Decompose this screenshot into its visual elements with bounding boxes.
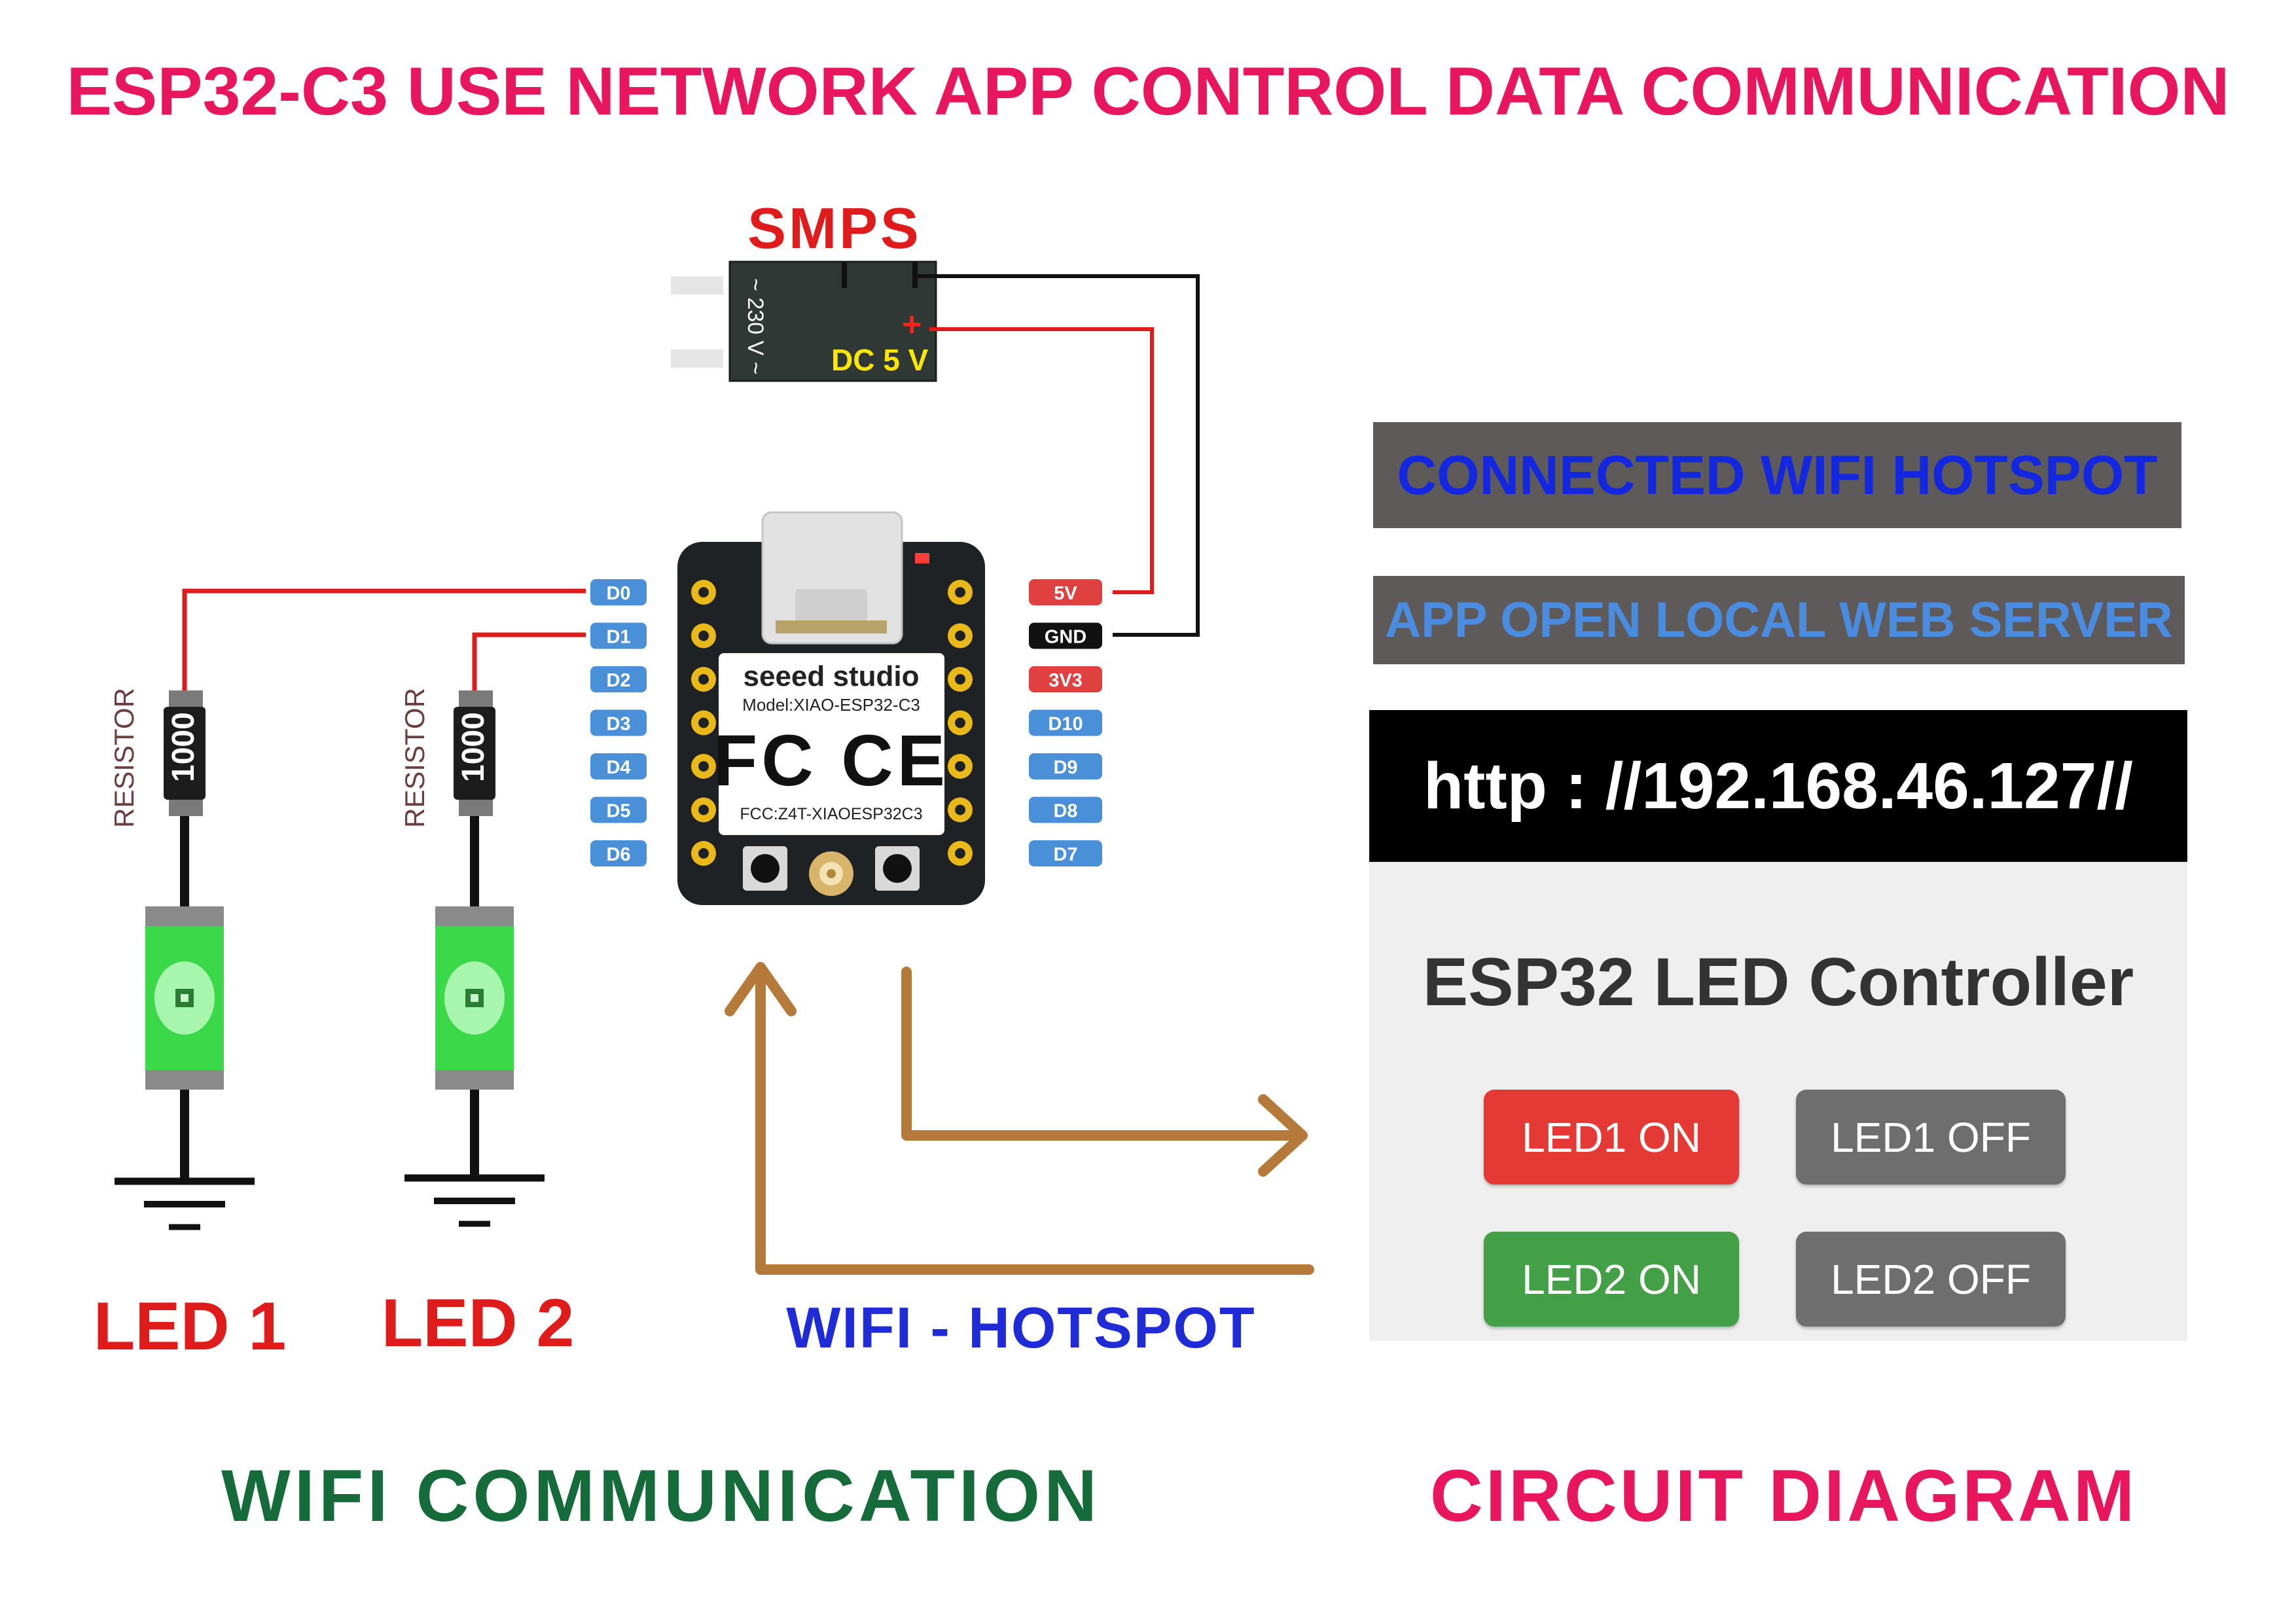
board-pad-hole (955, 674, 965, 685)
svg-text:D2: D2 (606, 670, 630, 691)
board-pad-hole (698, 674, 709, 685)
board-pad-hole (955, 630, 965, 641)
smps-plus-mark: + (902, 306, 922, 344)
led2-off-button[interactable]: LED2 OFF (1796, 1232, 2066, 1327)
led1-label: LED 1 (93, 1289, 287, 1364)
xiao-esp32c3-board: seeed studio Model:XIAO-ESP32-C3 FC CE F… (590, 511, 1102, 905)
signal-wires (182, 588, 586, 690)
board-pad-hole (698, 848, 709, 859)
smps-input-voltage: ~ 230 V ~ (743, 278, 768, 374)
board-pad-hole (955, 587, 965, 597)
footer-wifi-communication: WIFI COMMUNICATION (221, 1455, 1101, 1537)
svg-text:D7: D7 (1053, 844, 1077, 865)
smps-output-voltage: DC 5 V (831, 343, 929, 377)
resistor-2-value: 1000 (456, 712, 491, 782)
main-title: ESP32-C3 USE NETWORK APP CONTROL DATA CO… (66, 54, 2230, 130)
svg-text:D10: D10 (1048, 714, 1083, 735)
board-pad-hole (955, 761, 965, 772)
pin-label-d0: D0 (590, 579, 647, 605)
led2-label: LED 2 (381, 1285, 575, 1361)
board-pad-hole (698, 630, 709, 641)
pin-label-gnd: GND (1029, 622, 1102, 649)
pin-label-d1: D1 (590, 622, 647, 649)
arrow-to-app-head (1258, 1094, 1308, 1177)
led1-off-button[interactable]: LED1 OFF (1796, 1090, 2066, 1185)
wifi-hotspot-label: WIFI - HOTSPOT (786, 1295, 1256, 1360)
board-fcc-id: FCC:Z4T-XIAOESP32C3 (740, 805, 922, 823)
svg-text:D0: D0 (606, 583, 630, 604)
pin-label-d8: D8 (1029, 796, 1102, 823)
led-branch-1: 1000 RESISTOR (109, 688, 255, 1230)
wifi-arrows (725, 962, 1314, 1275)
pin-label-d6: D6 (590, 840, 647, 866)
board-brand: seeed studio (744, 660, 920, 692)
wire-d1 (472, 632, 586, 690)
board-pad-hole (955, 804, 965, 815)
pin-label-5v: 5V (1029, 579, 1102, 605)
led1-on-button[interactable]: LED1 ON (1484, 1090, 1739, 1185)
svg-text:GND: GND (1045, 627, 1086, 648)
connected-hotspot-banner: CONNECTED WIFI HOTSPOT (1373, 422, 2181, 528)
board-pad-hole (698, 717, 709, 728)
wire-gnd (915, 274, 1200, 637)
svg-text:3V3: 3V3 (1049, 670, 1083, 691)
pin-label-3v3: 3V3 (1029, 666, 1102, 692)
pin-label-d2: D2 (590, 666, 647, 692)
svg-text:D8: D8 (1053, 801, 1077, 822)
smps-module: ~ 230 V ~ + DC 5 V (671, 260, 937, 382)
board-model: Model:XIAO-ESP32-C3 (742, 695, 920, 715)
resistor-1-value: 1000 (166, 712, 201, 782)
board-pad-hole (955, 717, 965, 728)
resistor-2-label: RESISTOR (399, 688, 430, 828)
wire-d0 (182, 588, 586, 690)
power-wires (915, 274, 1200, 637)
smps-label: SMPS (747, 196, 922, 260)
controller-heading: ESP32 LED Controller (1422, 944, 2134, 1020)
svg-text:D6: D6 (606, 844, 630, 865)
pin-label-d3: D3 (590, 709, 647, 736)
arrow-to-board-head (725, 962, 797, 1016)
wire-5v (929, 327, 1154, 594)
svg-text:D9: D9 (1053, 757, 1077, 778)
resistor-1-label: RESISTOR (109, 688, 139, 828)
pin-label-d7: D7 (1029, 840, 1102, 866)
pin-label-d9: D9 (1029, 753, 1102, 779)
footer-circuit-diagram: CIRCUIT DIAGRAM (1429, 1455, 2138, 1537)
pin-label-d4: D4 (590, 753, 647, 779)
app-open-server-banner: APP OPEN LOCAL WEB SERVER (1373, 576, 2185, 664)
svg-text:5V: 5V (1054, 583, 1077, 604)
board-pad-hole (955, 848, 965, 859)
fcc-ce-marks: FC CE (713, 721, 949, 801)
pin-label-d10: D10 (1029, 709, 1102, 736)
pin-label-d5: D5 (590, 796, 647, 823)
svg-text:D1: D1 (606, 627, 630, 648)
arrow-to-app (901, 967, 1308, 1141)
svg-text:D4: D4 (606, 757, 630, 778)
svg-text:D5: D5 (606, 801, 630, 822)
led-branch-2: 1000 RESISTOR (399, 688, 545, 1227)
svg-text:D3: D3 (606, 714, 630, 735)
led-controller-web-page: ESP32 LED Controller LED1 ON LED1 OFF LE… (1369, 862, 2187, 1341)
arrow-to-board (755, 962, 1314, 1275)
board-pad-hole (698, 587, 709, 597)
server-url: http : //192.168.46.127// (1369, 710, 2187, 862)
board-pad-hole (698, 761, 709, 772)
led2-on-button[interactable]: LED2 ON (1484, 1232, 1739, 1327)
board-pad-hole (698, 804, 709, 815)
